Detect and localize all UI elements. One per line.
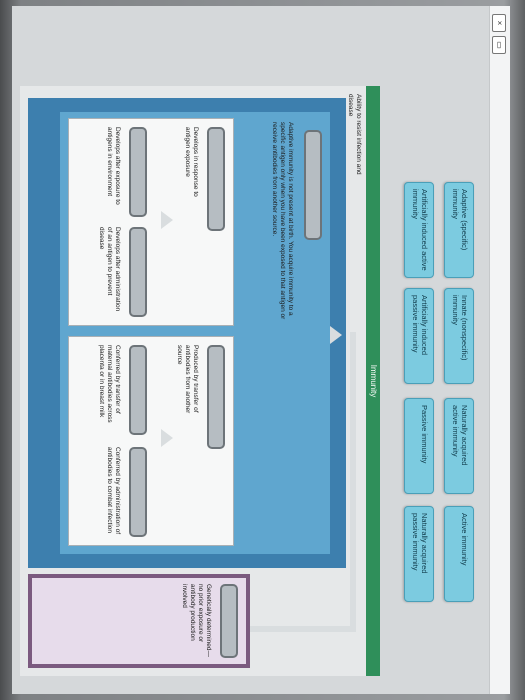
immunity-diagram: Immunity Ability to resist infection and… <box>20 86 380 676</box>
innate-connector <box>250 626 356 632</box>
drop-slot-nat-active[interactable] <box>129 127 147 217</box>
drop-slot-nat-passive[interactable] <box>129 345 147 435</box>
drop-slot-active[interactable] <box>207 127 225 231</box>
innate-inner-panel: Genetically determined— no prior exposur… <box>32 578 246 664</box>
adaptive-panel: Adaptive immunity is not present at birt… <box>28 98 346 568</box>
chip-innate-immunity[interactable]: Innate (nonspecific) immunity <box>444 288 474 384</box>
active-branch-arrow <box>161 211 173 229</box>
drop-slot-art-passive[interactable] <box>129 447 147 537</box>
chip-artificially-induced-passive[interactable]: Artificially induced passive immunity <box>404 288 434 384</box>
adaptive-branch-arrow <box>330 326 342 344</box>
active-branch-box: Develops in response to antigen exposure… <box>68 118 234 326</box>
drop-slot-adaptive[interactable] <box>304 130 322 240</box>
top-connector <box>350 332 356 632</box>
chip-active-immunity[interactable]: Active immunity <box>444 506 474 602</box>
rotated-screen-content: × ▭ Adaptive (specific) immunity Innate … <box>12 6 510 694</box>
chip-adaptive-immunity[interactable]: Adaptive (specific) immunity <box>444 182 474 278</box>
root-description: Ability to resist infection and disease <box>347 94 362 175</box>
passive-branch-box: Produced by transfer of antibodies from … <box>68 336 234 546</box>
leaf-nat-active-text: Develops after exposure to antigens in e… <box>106 127 121 205</box>
passive-branch-arrow <box>161 429 173 447</box>
drop-slot-passive[interactable] <box>207 345 225 449</box>
chip-passive-immunity[interactable]: Passive immunity <box>404 398 434 494</box>
leaf-nat-passive-text: Conferred by transfer of maternal antibo… <box>98 345 121 423</box>
drop-slot-innate[interactable] <box>220 584 238 658</box>
browser-top-bar: × ▭ <box>489 6 510 694</box>
leaf-art-passive-text: Conferred by administration of antibodie… <box>106 447 121 535</box>
innate-description: Genetically determined— no prior exposur… <box>181 584 212 657</box>
innate-panel: Genetically determined— no prior exposur… <box>28 574 250 668</box>
chip-naturally-acquired-active[interactable]: Naturally acquired active immunity <box>444 398 474 494</box>
immunity-header: Immunity <box>366 86 380 676</box>
leaf-art-active-text: Develops after administration of an anti… <box>98 227 121 312</box>
adaptive-description: Adaptive immunity is not present at birt… <box>271 122 294 320</box>
window-tile-icon[interactable]: ▭ <box>492 36 506 54</box>
chip-naturally-acquired-passive[interactable]: Naturally acquired passive immunity <box>404 506 434 602</box>
passive-description: Produced by transfer of antibodies from … <box>176 345 199 414</box>
drop-slot-art-active[interactable] <box>129 227 147 317</box>
adaptive-inner-panel: Adaptive immunity is not present at birt… <box>60 112 330 554</box>
window-close-icon[interactable]: × <box>492 14 506 32</box>
active-description: Develops in response to antigen exposure <box>184 127 199 197</box>
chip-artificially-induced-active[interactable]: Artificially induced active immunity <box>404 182 434 278</box>
